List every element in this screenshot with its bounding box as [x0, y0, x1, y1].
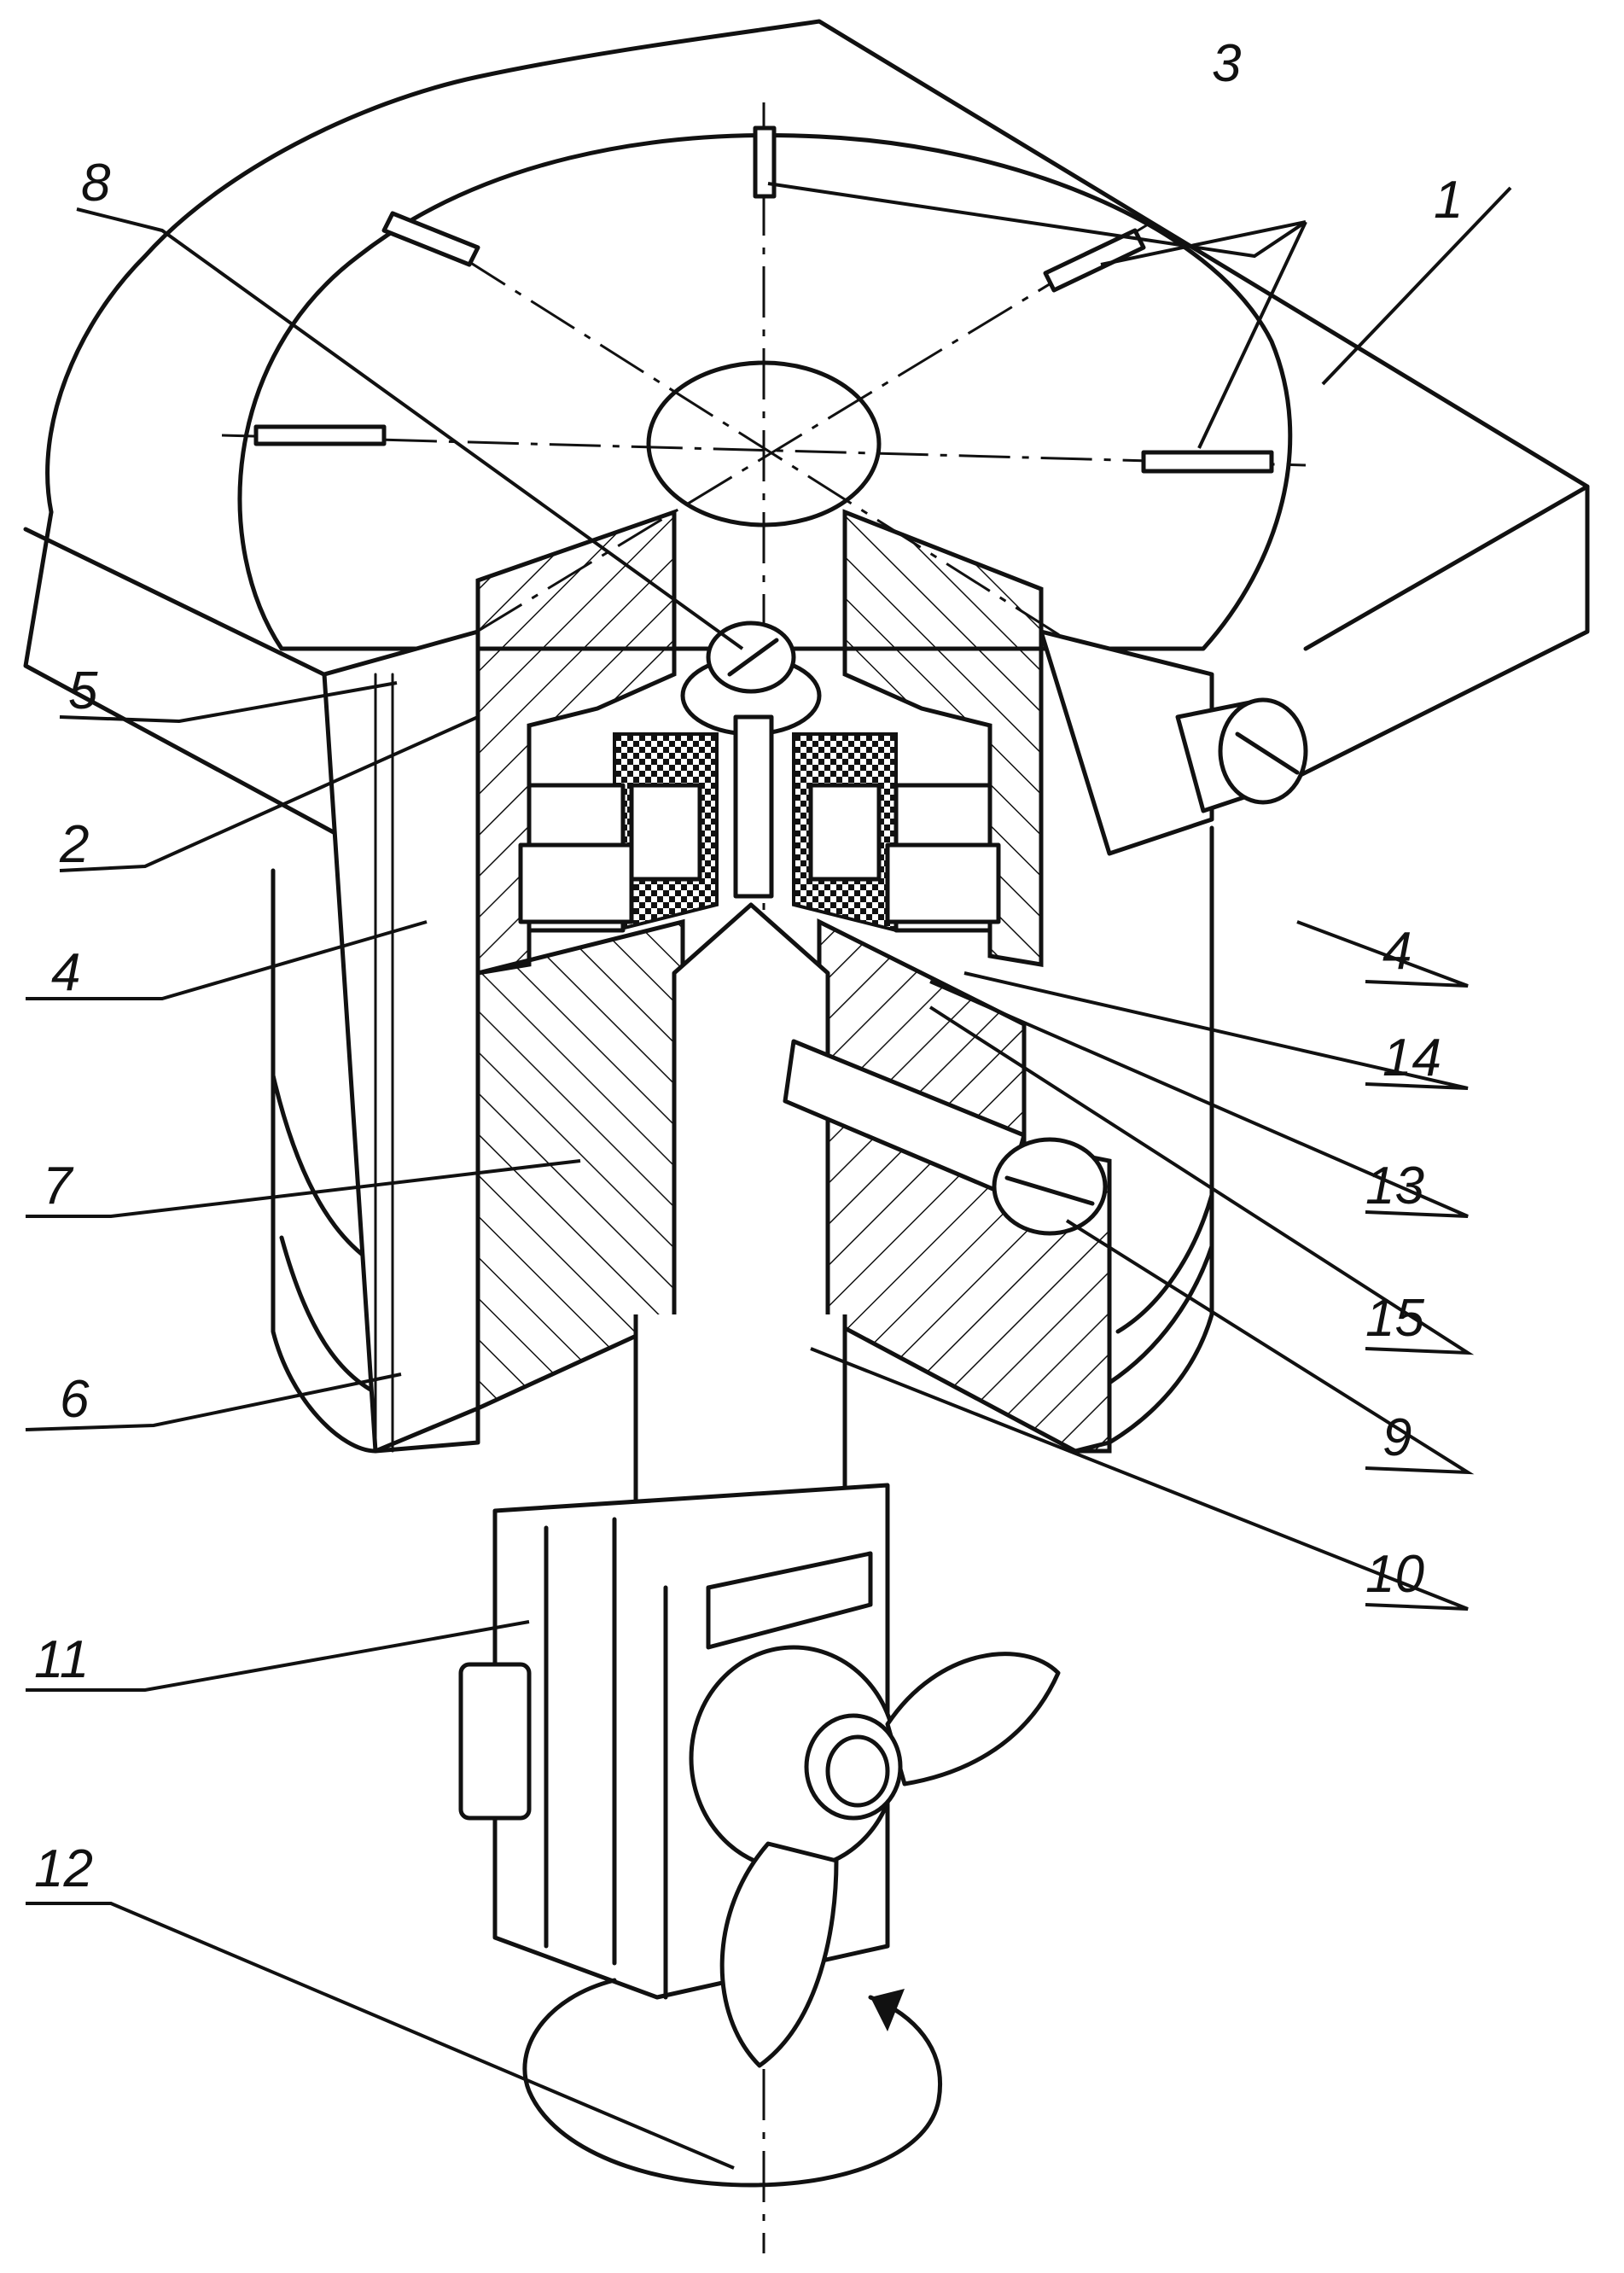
callout-11: 11	[34, 1630, 89, 1689]
callout-7: 7	[43, 1157, 74, 1215]
gearbox-tab	[461, 1664, 529, 1818]
callout-5: 5	[68, 662, 98, 720]
callout-4-right: 4	[1382, 922, 1412, 981]
callout-15: 15	[1365, 1289, 1424, 1348]
slot	[1144, 452, 1272, 471]
callout-8: 8	[81, 154, 111, 213]
callout-4-left: 4	[51, 943, 80, 1002]
slot	[256, 427, 384, 444]
callout-14: 14	[1382, 1029, 1441, 1087]
callout-1: 1	[1434, 171, 1463, 230]
adjustment-knob	[1178, 700, 1306, 811]
callout-3: 3	[1212, 34, 1241, 93]
callout-10: 10	[1365, 1545, 1424, 1604]
callout-2: 2	[59, 815, 89, 874]
callout-6: 6	[60, 1370, 90, 1429]
callout-9: 9	[1382, 1408, 1412, 1467]
slot	[755, 128, 774, 196]
callout-12: 12	[34, 1839, 93, 1898]
callout-13: 13	[1365, 1157, 1424, 1215]
